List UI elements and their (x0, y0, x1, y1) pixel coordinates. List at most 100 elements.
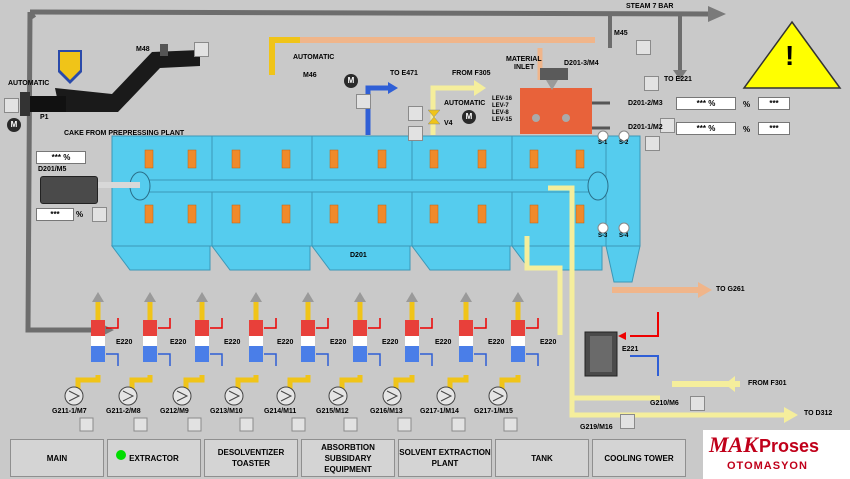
e221-label: E221 (622, 346, 639, 353)
g210-label: G210/M6 (650, 400, 679, 407)
pump-label-7: G216/M13 (370, 408, 403, 415)
steam-arrow (708, 6, 726, 22)
m5-value-field[interactable]: *** % (36, 151, 86, 164)
m2-status-box[interactable] (645, 136, 660, 151)
active-led-icon (116, 450, 126, 460)
m3-setpoint-field[interactable]: *** (758, 97, 790, 110)
extractor-windows (144, 149, 585, 224)
m46-status-box[interactable] (356, 94, 371, 109)
pale-yellow-pipes (524, 185, 790, 418)
lev-7-label: LEV-7 (492, 103, 509, 109)
v4-status-box[interactable] (408, 126, 423, 141)
d201-2-label: D201-2/M3 (628, 100, 663, 107)
yellow-f305-pipe (427, 80, 486, 135)
m46-label: M46 (303, 72, 317, 79)
e221-motor (584, 312, 659, 377)
d201-3-label: D201-3/M4 (564, 60, 599, 67)
nav-extractor-button[interactable]: EXTRACTOR (107, 439, 201, 477)
exchanger-unit (382, 292, 433, 432)
m2-setpoint-field[interactable]: *** (758, 122, 790, 135)
e220-label-8: E220 (488, 339, 505, 346)
m5-label: D201/M5 (38, 166, 67, 173)
pump-label-2: G211-2/M8 (106, 408, 141, 415)
cake-label: CAKE FROM PREPRESSING PLANT (64, 130, 185, 137)
m5-unit: % (76, 210, 84, 219)
extractor-body (98, 135, 641, 283)
m45-label: M45 (614, 30, 628, 37)
m2-value-field[interactable]: *** % (676, 122, 736, 135)
to-e471-label: TO E471 (390, 70, 418, 77)
nav-cooling-tower-label: COOLING TOWER (604, 453, 674, 463)
nav-desolventizer-label: DESOLVENTIZER TOASTER (217, 448, 285, 468)
m5-status-box[interactable] (92, 207, 107, 222)
e220-label-4: E220 (277, 339, 294, 346)
nav-solvent-extraction-button[interactable]: SOLVENT EXTRACTION PLANT (398, 439, 492, 477)
left-automatic-label: AUTOMATIC (8, 80, 50, 87)
pump-label-8: G217-1/M14 (420, 408, 459, 415)
pump-label-5: G214/M11 (264, 408, 297, 415)
m46-motor-icon[interactable]: M (344, 74, 358, 88)
pump-label-9: G217-1/M15 (474, 408, 513, 415)
m48-status-box[interactable] (194, 42, 209, 57)
nav-absorbtion-button[interactable]: ABSORBTION SUBSIDARY EQUIPMENT (301, 439, 395, 477)
nav-extractor-label: EXTRACTOR (129, 453, 179, 463)
g219-status-box[interactable] (620, 414, 635, 429)
e221-top-status-box[interactable] (644, 76, 659, 91)
exchanger-unit (118, 292, 171, 432)
nav-cooling-tower-button[interactable]: COOLING TOWER (592, 439, 686, 477)
v4-motor-icon[interactable]: M (462, 110, 476, 124)
lev-16-label: LEV-16 (492, 96, 513, 102)
p1-label: P1 (40, 114, 49, 121)
nav-tank-label: TANK (531, 453, 553, 463)
exchanger-unit (488, 292, 539, 432)
exchanger-unit (328, 292, 381, 432)
black-conveyor (20, 44, 200, 116)
nav-solvent-extraction-label: SOLVENT EXTRACTION PLANT (399, 448, 491, 468)
material-inlet-label-2: INLET (514, 64, 535, 71)
exchanger-row (64, 292, 539, 432)
m3-status-box[interactable] (660, 118, 675, 133)
v4-automatic-label: AUTOMATIC (444, 100, 486, 107)
logo-part1: MAK (709, 432, 758, 457)
e471-status-box[interactable] (408, 106, 423, 121)
m3-value-field[interactable]: *** % (676, 97, 736, 110)
nav-desolventizer-button[interactable]: DESOLVENTIZER TOASTER (204, 439, 298, 477)
m5-motor-icon[interactable] (40, 176, 98, 204)
nav-tank-button[interactable]: TANK (495, 439, 589, 477)
e220-label-1: E220 (116, 339, 133, 346)
e220-label-6: E220 (382, 339, 399, 346)
steam-label: STEAM 7 BAR (626, 3, 674, 10)
p1-motor-icon[interactable]: M (7, 118, 21, 132)
nav-main-button[interactable]: MAIN (10, 439, 104, 477)
warning-exclamation-icon: ! (785, 40, 795, 71)
m45-status-box[interactable] (636, 40, 651, 55)
lev-15-label: LEV-15 (492, 117, 513, 123)
m2-unit: % (743, 125, 751, 134)
to-g261-label: TO G261 (716, 286, 745, 293)
exchanger-unit (436, 292, 487, 432)
left-status-box[interactable] (4, 98, 19, 113)
e220-label-9: E220 (540, 339, 557, 346)
m5-setpoint-field[interactable]: *** (36, 208, 74, 221)
logo-part2: Proses (759, 436, 820, 456)
blue-pipe (365, 85, 392, 135)
logo-part3: OTOMASYON (727, 460, 808, 472)
g210-status-box[interactable] (690, 396, 705, 411)
exchanger-unit (172, 292, 223, 432)
pump-label-4: G213/M10 (210, 408, 243, 415)
sensor-s3-label: S-3 (598, 233, 608, 239)
material-inlet-label-1: MATERIAL (506, 56, 542, 63)
d201-label: D201 (350, 252, 367, 259)
sensor-s1-label: S-1 (598, 140, 608, 146)
pump-label-1: G211-1/M7 (52, 408, 87, 415)
exchanger-unit (64, 292, 119, 432)
e220-label-3: E220 (224, 339, 241, 346)
warning-sign (742, 20, 842, 89)
m48-label: M48 (136, 46, 150, 53)
sensor-s4-label: S-4 (619, 233, 629, 239)
nav-absorbtion-label: ABSORBTION SUBSIDARY EQUIPMENT (321, 442, 375, 474)
to-d312-label: TO D312 (804, 410, 833, 417)
nav-main-label: MAIN (46, 453, 68, 463)
